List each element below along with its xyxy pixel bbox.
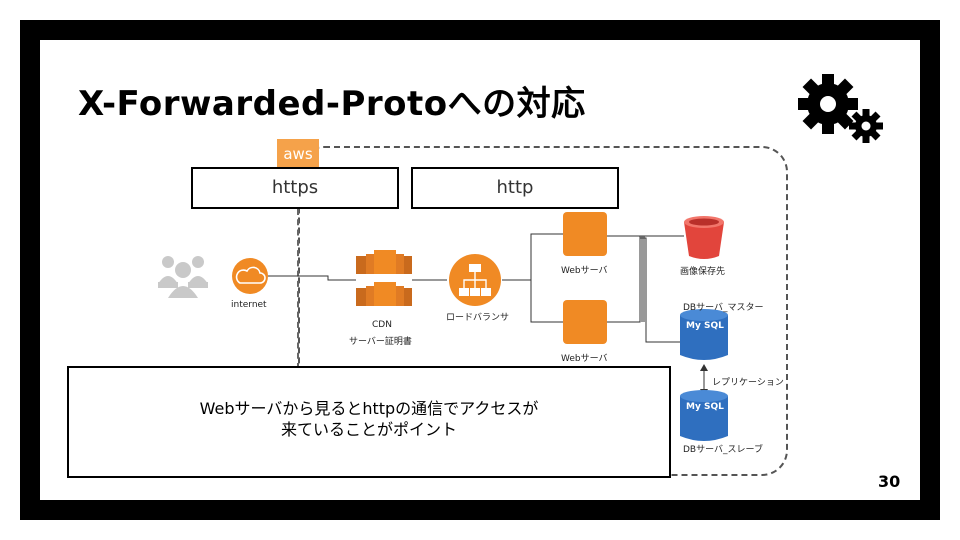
load-balancer-icon: [449, 254, 501, 306]
load-balancer-label: ロードバランサ: [446, 313, 510, 323]
internet-label: internet: [231, 300, 267, 310]
cdn-icon: [356, 250, 412, 306]
https-box: https: [191, 167, 399, 209]
note-line-1: Webサーバから見るとhttpの通信でアクセスが: [199, 399, 539, 418]
cdn-cert-label: サーバー証明書: [349, 337, 412, 347]
cloud-icon: [232, 258, 268, 294]
http-box: http: [411, 167, 619, 209]
database-icon: [680, 390, 728, 441]
db-master-label: DBサーバ_マスター: [683, 303, 764, 313]
web-server-2-label: Webサーバ: [561, 354, 608, 364]
web-server-1-label: Webサーバ: [561, 266, 608, 276]
bucket-icon: [684, 216, 724, 259]
slide-title: X-Forwarded-Protoへの対応: [78, 84, 586, 124]
cdn-label: CDN: [372, 320, 392, 330]
protocol-boundary-line: [297, 209, 299, 369]
note-line-2: 来ていることがポイント: [280, 420, 457, 439]
db-slave-label: DBサーバ_スレーブ: [683, 445, 763, 455]
page-number: 30: [878, 472, 901, 491]
db-master-icon-label: My SQL: [686, 321, 724, 331]
server-icon: [563, 212, 607, 256]
database-icon: [680, 309, 728, 360]
users-icon: [158, 256, 208, 298]
image-storage-label: 画像保存先: [680, 267, 726, 277]
connectors: [268, 233, 705, 394]
server-icon: [563, 300, 607, 344]
replication-label: レプリケーション: [712, 378, 784, 388]
gears-icon: [796, 70, 888, 150]
note-text: Webサーバから見るとhttpの通信でアクセスが 来ていることがポイント: [69, 398, 669, 440]
aws-badge: aws: [277, 139, 319, 169]
note-box: Webサーバから見るとhttpの通信でアクセスが 来ていることがポイント: [67, 366, 671, 478]
db-slave-icon-label: My SQL: [686, 402, 724, 412]
